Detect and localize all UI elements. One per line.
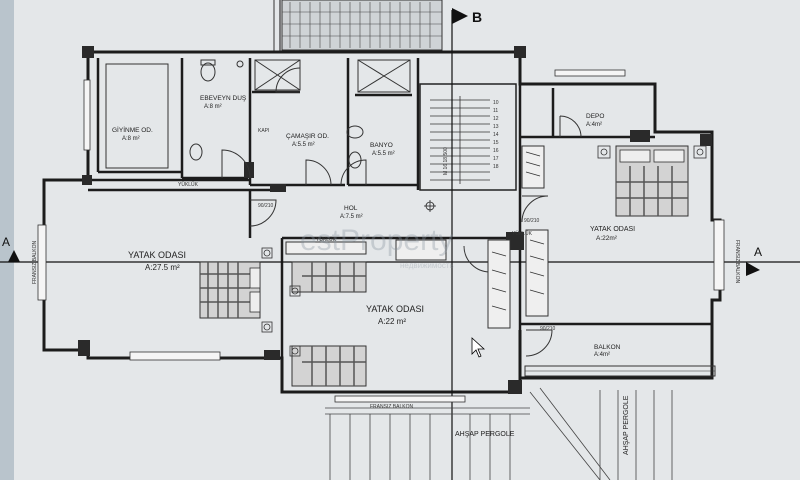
room-area-giyinme: A:8 m² [122,136,140,142]
svg-text:KAPI: KAPI [258,128,269,134]
window-label-bottom: FRANSIZ BALKON [370,404,413,410]
svg-text:90/210: 90/210 [524,218,540,224]
section-line-a: A A [0,235,800,276]
bathroom-fixtures [105,59,411,169]
room-area-hol: A:7.5 m² [340,214,363,220]
svg-text:14: 14 [493,132,499,138]
room-name-giyinme: GİYİNME OD. [112,125,153,134]
room-name-yatak-left: YATAK ODASI [128,250,186,260]
svg-text:YÜKLÜK: YÜKLÜK [178,181,199,188]
room-area-balkon: A:4m² [594,352,610,358]
room-name-camasir: ÇAMAŞIR OD. [286,133,329,140]
door-dimension-labels: 90/210 90/210 90/210 KAPI YÜKLÜK YÜKLÜK … [178,128,556,332]
window-label-right: FRANSIZ BALKON [734,240,740,283]
room-area-yatak-mid: A:22 m² [378,317,406,326]
bed-right [615,145,689,217]
room-area-ebeveyn-dus: A:8 m² [204,104,222,110]
room-name-hol: HOL [344,205,358,212]
room-area-banyo: A:5.5 m² [372,151,395,157]
room-area-camasir: A:5.5 m² [292,142,315,148]
svg-text:13: 13 [493,124,499,130]
pergola-bottom [325,407,530,480]
room-name-yatak-right: YATAK ODASI [590,226,635,233]
section-a-left-label: A [2,235,10,249]
svg-text:YÜKLÜK: YÜKLÜK [512,230,533,237]
room-name-yatak-mid: YATAK ODASI [366,304,424,314]
section-a-right-label: A [754,245,762,259]
window-label-left: FRANSIZ BALKON [32,241,38,284]
pergola-bottom-label: AHŞAP PERGOLE [455,431,515,438]
room-area-yatak-right: A:22m² [596,235,618,242]
pergola-right [529,387,673,480]
svg-text:16: 16 [493,148,499,154]
room-labels: GİYİNME OD. A:8 m² EBEVEYN DUŞ A:8 m² ÇA… [112,95,635,358]
svg-text:15: 15 [493,140,499,146]
compass-symbol [424,200,436,212]
svg-text:90/210: 90/210 [258,203,274,209]
stair-step-numbers: 10 11 12 13 14 15 16 17 18 [493,100,499,170]
svg-text:YÜKLÜK: YÜKLÜK [316,236,337,243]
svg-text:17: 17 [493,156,499,162]
monitor-edge [0,0,14,480]
bed-left [199,261,261,319]
bed-middle [291,261,367,387]
balcony [524,365,716,377]
staircase: M 16 18,500 10 11 12 13 14 15 16 17 18 [419,83,517,191]
svg-text:11: 11 [493,108,498,114]
svg-text:12: 12 [493,116,499,122]
watermark-text: estProperty [300,224,453,257]
section-b-label: B [472,9,482,25]
svg-text:18: 18 [493,164,499,170]
svg-text:10: 10 [493,100,499,106]
svg-text:90/210: 90/210 [540,326,556,332]
room-name-balkon: BALKON [594,344,621,351]
stair-label: M 16 18,500 [443,147,449,175]
room-name-ebeveyn-dus: EBEVEYN DUŞ [200,95,247,102]
room-name-banyo: BANYO [370,142,393,149]
room-area-yatak-left: A:27.5 m² [145,263,180,272]
room-area-depo: A:4m² [586,122,602,128]
room-name-depo: DEPO [586,113,604,120]
roof-hatch [273,0,443,52]
windows [37,69,725,403]
wardrobe-hangers [491,151,545,311]
wardrobes [285,145,549,329]
mouse-cursor [471,337,486,358]
bedside-lamps [261,145,707,357]
pergola-right-label: AHŞAP PERGOLE [623,395,630,455]
watermark-subtext: недвижимость [400,261,454,270]
watermark: estProperty недвижимость [300,224,454,270]
